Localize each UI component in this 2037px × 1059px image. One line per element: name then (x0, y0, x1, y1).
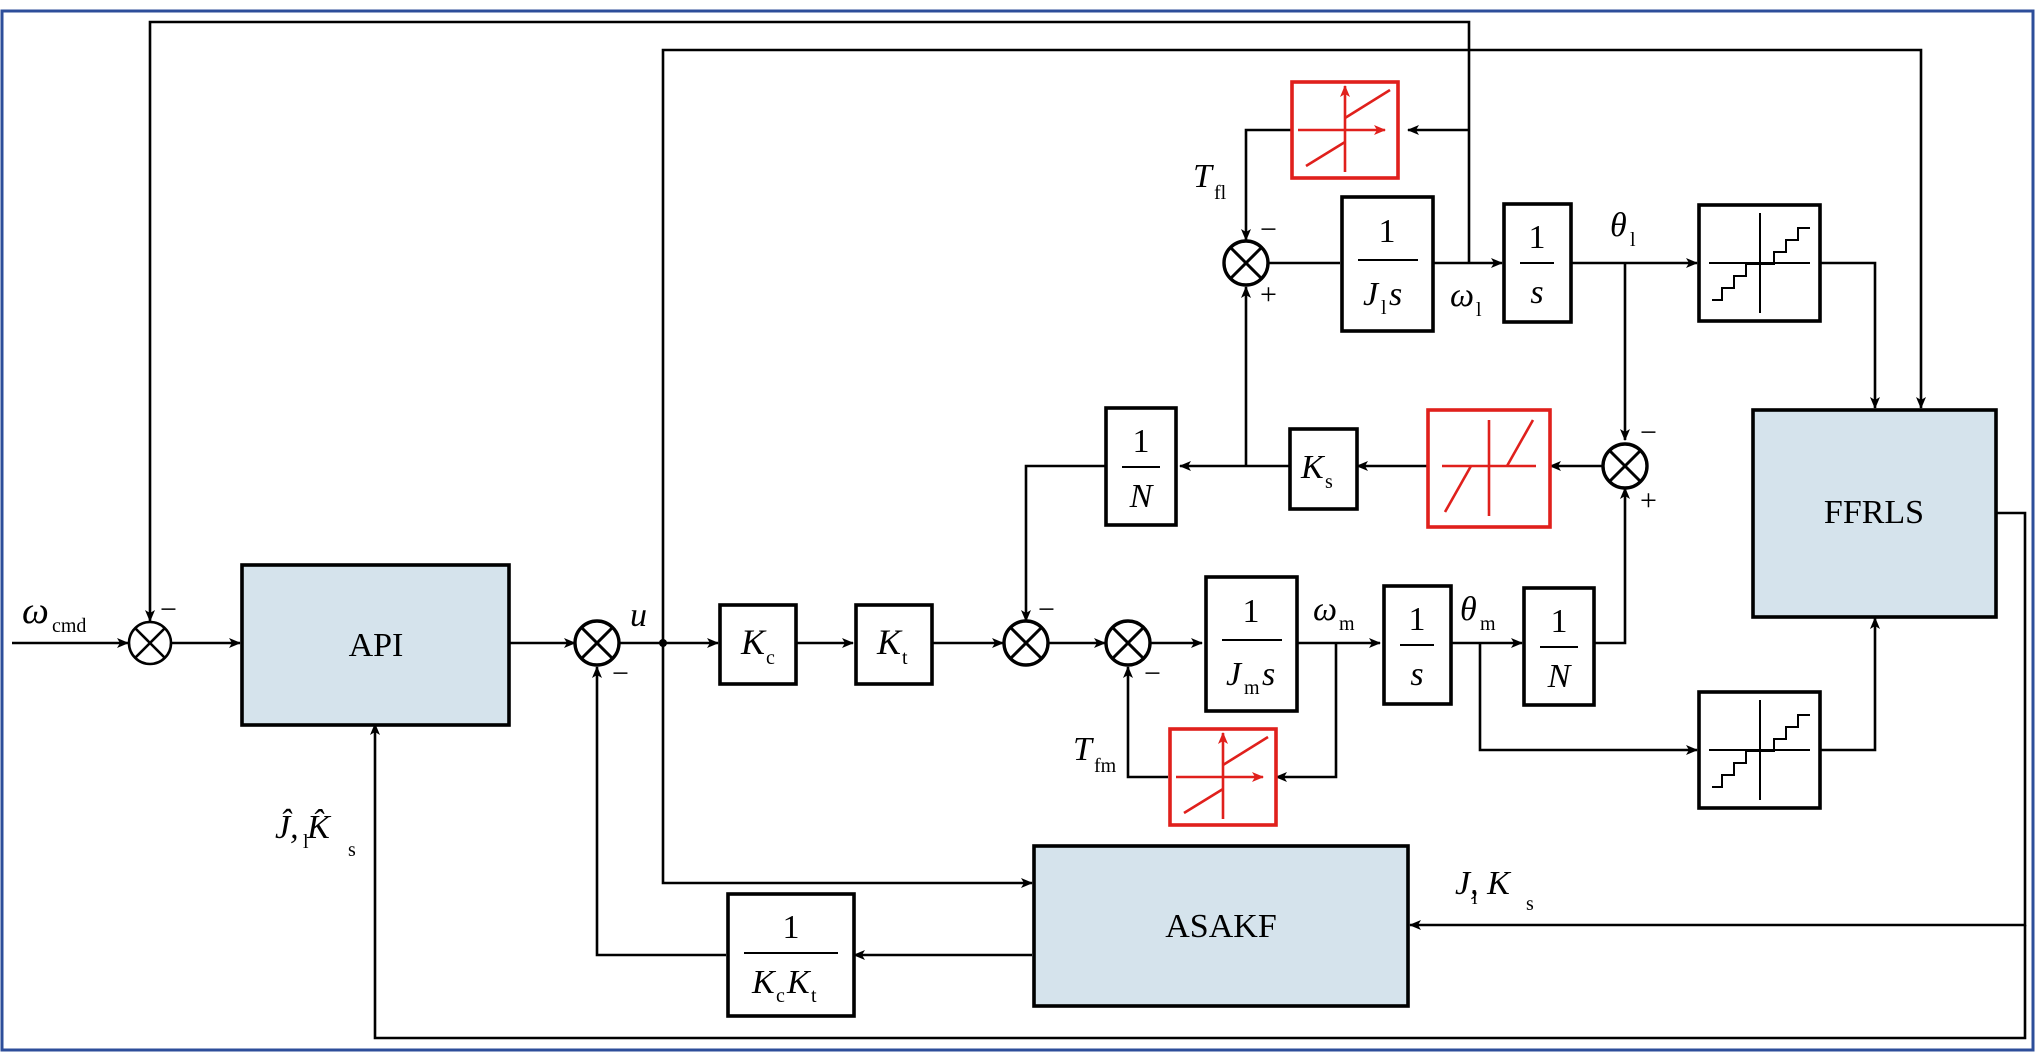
label-t-fl: T fl (1193, 158, 1227, 204)
motor-inertia-block: 1 J m s (1204, 575, 1299, 713)
label-omega-l: ω l (1450, 277, 1482, 321)
label-subscript-s: s (1526, 893, 1534, 915)
label-omega-m: ω m (1313, 591, 1355, 635)
numerator: 1 (1243, 593, 1260, 630)
label-symbol: ω (1450, 277, 1474, 314)
gear-ratio-block-motor: 1 N (1522, 586, 1596, 707)
label-subscript: m (1339, 613, 1355, 635)
denominator: s (1410, 656, 1423, 693)
gain-block-ks: K s (1288, 427, 1359, 511)
label-subscript-l: l (1472, 887, 1478, 909)
label-subscript-l: l (303, 831, 309, 853)
dead-zone-block (1426, 408, 1552, 529)
sign-minus: − (1038, 593, 1055, 626)
label-symbol: ω (22, 590, 49, 632)
gain-block-kt: K t (854, 603, 934, 686)
label-subscript: fm (1094, 755, 1117, 777)
label-t-fm: T fm (1073, 731, 1117, 777)
numerator: 1 (1409, 601, 1426, 638)
summing-junction-input: − (127, 593, 177, 666)
summing-junction-u: − (573, 619, 629, 690)
summing-junction-motor: − (1104, 619, 1161, 690)
denominator: J (1226, 656, 1243, 693)
integrator-load: 1 s (1502, 202, 1573, 324)
sign-plus: + (1260, 278, 1277, 311)
asakf-block: ASAKF (1032, 844, 1410, 1008)
label-subscript: m (1480, 613, 1496, 635)
summing-junction-twist: − + (1601, 416, 1657, 517)
ffrls-block: FFRLS (1751, 408, 1998, 619)
label-omega-cmd: ω cmd (22, 590, 86, 637)
summing-junction-load: − + (1222, 213, 1277, 311)
api-block: API (240, 563, 511, 727)
denominator-k2: K (786, 964, 812, 1001)
denominator-s: s (1262, 656, 1275, 693)
label-subscript: cmd (52, 615, 86, 637)
gain-subscript: s (1325, 471, 1333, 493)
label-symbol: θ (1610, 207, 1627, 244)
label-theta-m: θ m (1460, 591, 1496, 635)
denominator-subscript: l (1381, 297, 1387, 319)
denominator-s: s (1389, 276, 1402, 313)
label-params: J, K l s (1455, 865, 1534, 915)
ffrls-label: FFRLS (1824, 494, 1924, 531)
sign-minus: − (1640, 416, 1657, 449)
label-symbol: J, K (1455, 865, 1512, 902)
label-subscript-s: s (348, 839, 356, 861)
inverse-gain-block: 1 K c K t (726, 892, 856, 1018)
summing-junction-shaft: − (1002, 593, 1055, 667)
label-symbol: ω (1313, 591, 1337, 628)
gain-symbol: K (876, 622, 903, 662)
gear-ratio-block-shaft: 1 N (1104, 406, 1178, 527)
sign-minus: − (1260, 213, 1277, 246)
gain-symbol: K (740, 622, 767, 662)
denominator: N (1129, 478, 1155, 515)
friction-block-load (1290, 80, 1400, 180)
label-symbol: T (1193, 158, 1214, 195)
quantizer-block-load (1697, 203, 1822, 323)
numerator: 1 (1529, 219, 1546, 256)
denominator: s (1530, 274, 1543, 311)
label-symbol: Ĵ, K̂ (275, 808, 332, 846)
label-symbol: u (630, 597, 647, 634)
sign-minus: − (1144, 657, 1161, 690)
sign-minus: − (160, 593, 177, 626)
label-subscript: l (1476, 299, 1482, 321)
asakf-label: ASAKF (1165, 908, 1276, 945)
friction-block-motor (1168, 727, 1278, 827)
label-subscript: l (1630, 229, 1636, 251)
label-theta-l: θ l (1610, 207, 1636, 251)
numerator: 1 (1133, 423, 1150, 460)
denominator: J (1363, 276, 1380, 313)
sign-minus: − (612, 657, 629, 690)
label-estimates: Ĵ, K̂ l s (275, 808, 356, 861)
gain-block-kc: K c (718, 603, 798, 686)
denominator: N (1547, 658, 1573, 695)
numerator: 1 (783, 909, 800, 946)
numerator: 1 (1379, 213, 1396, 250)
subscript-c: c (776, 985, 785, 1007)
label-symbol: θ (1460, 591, 1477, 628)
gain-subscript: t (902, 647, 908, 669)
sign-plus: + (1640, 484, 1657, 517)
api-label: API (349, 627, 404, 664)
subscript-t: t (811, 985, 817, 1007)
signal-wires (12, 20, 2027, 1040)
denominator-k1: K (751, 964, 777, 1001)
integrator-motor: 1 s (1382, 584, 1453, 706)
numerator: 1 (1551, 603, 1568, 640)
load-inertia-block: 1 J l s (1340, 195, 1435, 333)
diagram-border (0, 9, 2035, 1052)
quantizer-block-motor (1697, 690, 1822, 810)
label-u: u (630, 597, 647, 634)
label-symbol: T (1073, 731, 1094, 768)
gain-symbol: K (1300, 449, 1326, 486)
denominator-subscript: m (1244, 677, 1260, 699)
gain-subscript: c (766, 647, 775, 669)
label-subscript: fl (1214, 182, 1227, 204)
